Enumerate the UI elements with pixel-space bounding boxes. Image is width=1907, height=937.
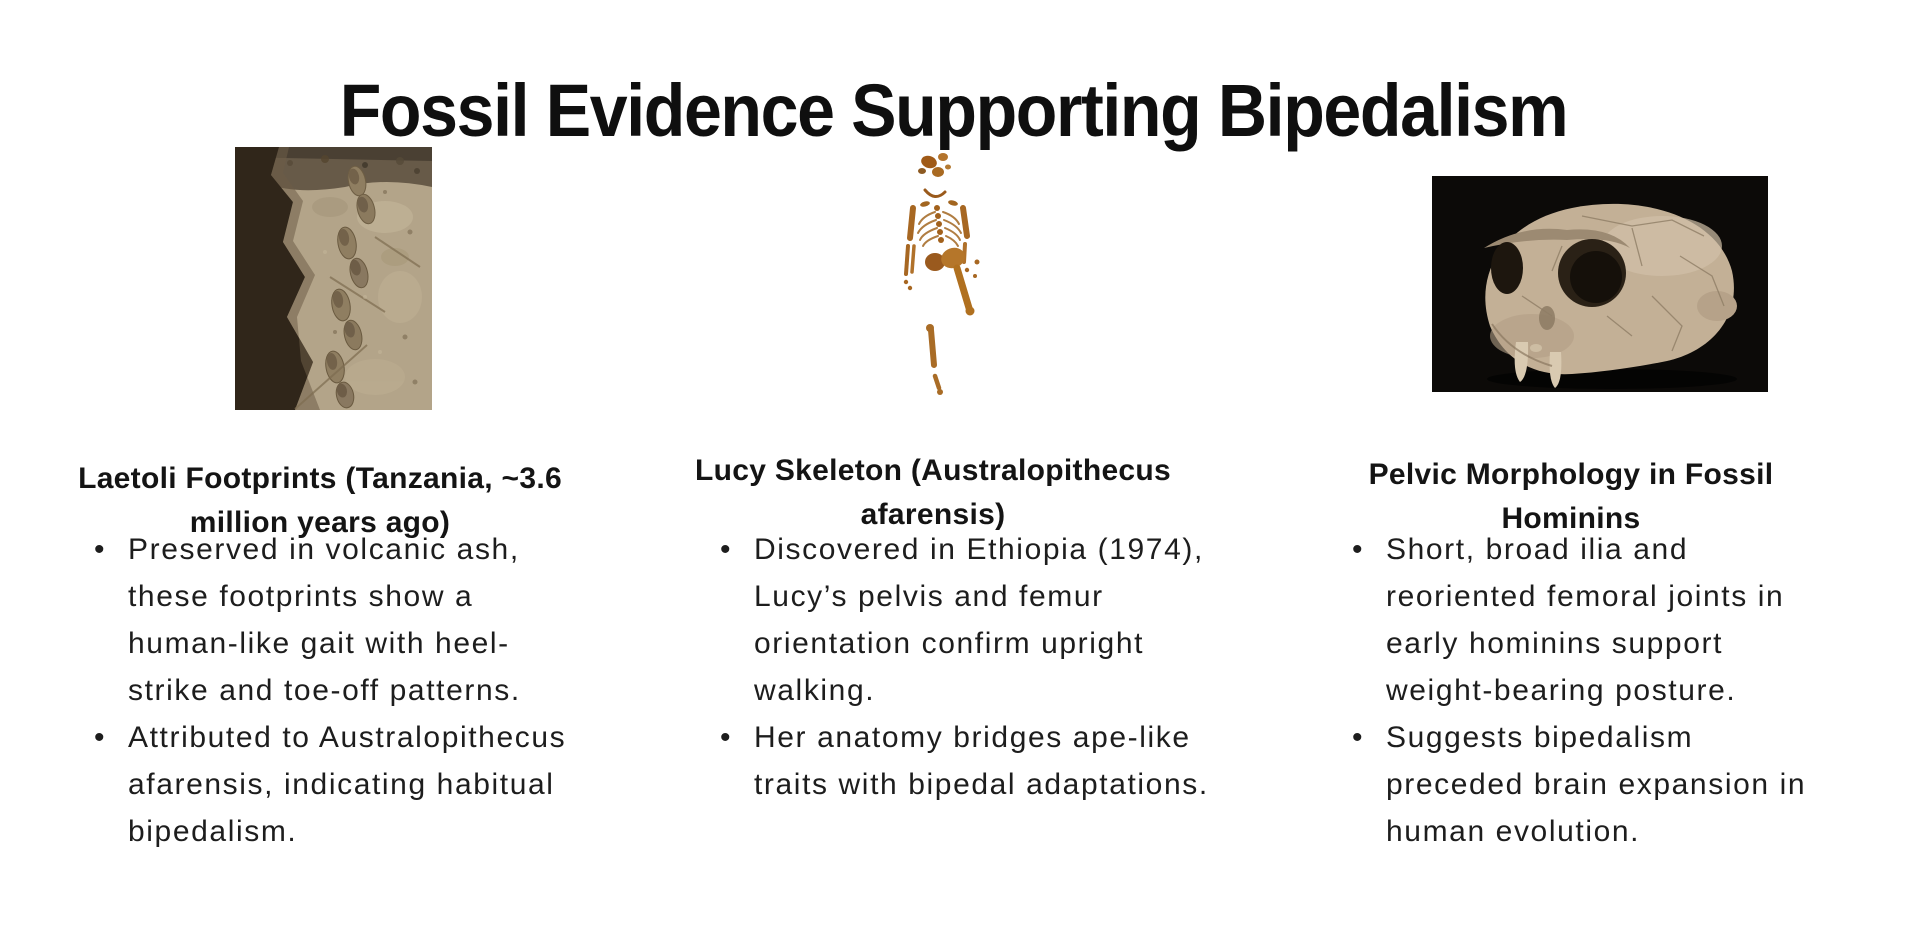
list-item: • Preserved in volcanic ash, these footp… [92,526,584,714]
column-heading-lucy: Lucy Skeleton (Australopithecus afarensi… [694,453,1172,531]
list-item: • Her anatomy bridges ape-like traits wi… [718,714,1210,808]
column-heading-pelvic: Pelvic Morphology in Fossil Hominins [1368,457,1774,535]
fossil-cracks [1521,215,1725,352]
page-title: Fossil Evidence Supporting Bipedalism [339,68,1569,152]
torso-bones [917,200,962,247]
shadow-region [235,147,313,410]
column-heading-laetoli: Laetoli Footprints (Tanzania, ~3.6 milli… [78,461,562,539]
bullet-text: Suggests bipedalism preceded brain expan… [1386,721,1807,848]
teeth [1514,342,1562,388]
list-item: • Suggests bipedalism preceded brain exp… [1350,714,1820,855]
bullet-icon: • [1352,533,1365,566]
bullet-icon: • [720,721,733,754]
bullet-icon: • [1352,721,1365,754]
leg-bones [926,324,943,395]
speckles [323,190,418,385]
bullet-list-lucy: • Discovered in Ethiopia (1974), Lucy’s … [718,526,1210,808]
bullet-text: Her anatomy bridges ape-like traits with… [754,721,1209,801]
brow-ridge [1484,228,1630,248]
bullet-icon: • [94,721,107,754]
bullet-icon: • [720,533,733,566]
lucy-skeleton-photo [895,150,995,402]
laetoli-footprints-photo [235,147,432,410]
skull-fragments [918,153,951,198]
fossil-hominin-skull-photo [1432,176,1768,392]
bullet-text: Short, broad ilia and reoriented femoral… [1386,533,1785,707]
eye-socket-left [1491,242,1523,294]
bullet-text: Preserved in volcanic ash, these footpri… [128,533,521,707]
bullet-list-pelvic: • Short, broad ilia and reoriented femor… [1350,526,1820,855]
list-item: • Short, broad ilia and reoriented femor… [1350,526,1820,714]
pelvis-and-femur [925,247,980,316]
surface-cracks [294,236,421,410]
bullet-text: Discovered in Ethiopia (1974), Lucy’s pe… [754,533,1204,707]
footprint-trail [325,165,376,409]
bullet-list-laetoli: • Preserved in volcanic ash, these footp… [92,526,584,855]
bullet-icon: • [94,533,107,566]
list-item: • Attributed to Australopithecus afarens… [92,714,584,855]
bullet-text: Attributed to Australopithecus afarensis… [128,721,567,848]
list-item: • Discovered in Ethiopia (1974), Lucy’s … [718,526,1210,714]
